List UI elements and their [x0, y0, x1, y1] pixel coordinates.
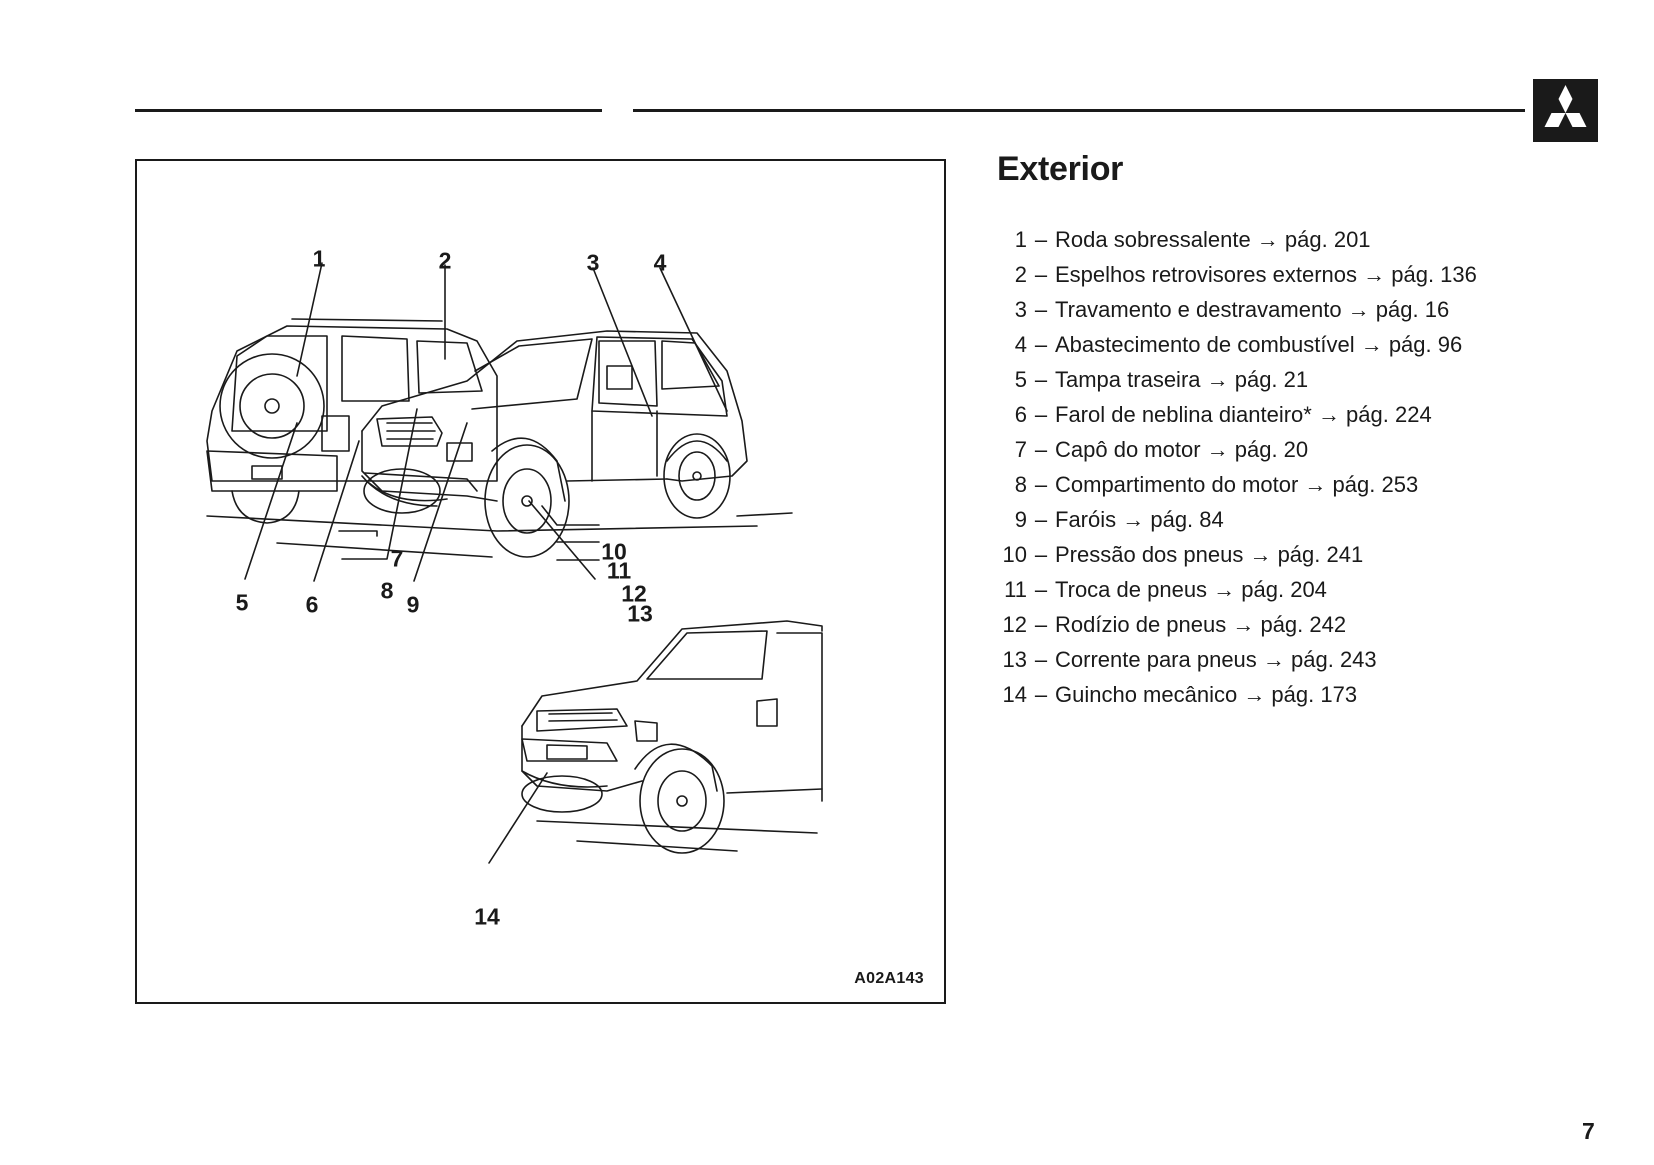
figure-code: A02A143 — [854, 970, 924, 987]
callout-3: 3 — [586, 249, 600, 276]
list-item: 2–Espelhos retrovisores externos → pág. … — [1014, 261, 1477, 287]
header-rule-right — [633, 109, 1525, 112]
callout-10: 10 — [601, 538, 627, 565]
vehicle-line-drawing — [206, 262, 823, 864]
list-item: 3–Travamento e destravamento → pág. 16 — [1014, 296, 1450, 322]
list-item: 14–Guincho mecânico → pág. 173 — [1002, 681, 1358, 707]
list-item: 7–Capô do motor → pág. 20 — [1014, 436, 1309, 462]
three-diamonds-logo-icon — [1533, 79, 1598, 142]
callout-9: 9 — [406, 591, 420, 618]
list-item: 8–Compartimento do motor → pág. 253 — [1014, 471, 1419, 497]
list-item: 5–Tampa traseira → pág. 21 — [1014, 366, 1309, 392]
callout-13: 13 — [627, 600, 653, 627]
header-rule-left — [135, 109, 602, 112]
callout-5: 5 — [235, 589, 249, 616]
list-item: 11–Troca de pneus → pág. 204 — [1004, 576, 1327, 602]
callout-6: 6 — [305, 591, 319, 618]
callout-8: 8 — [380, 577, 394, 604]
callout-11: 11 — [606, 557, 632, 584]
section-title: Exterior — [997, 150, 1124, 188]
callout-2: 2 — [438, 247, 452, 274]
list-item: 4–Abastecimento de combustível → pág. 96 — [1014, 331, 1463, 357]
list-item: 9–Faróis → pág. 84 — [1014, 506, 1224, 532]
list-item: 1–Roda sobressalente → pág. 201 — [1014, 226, 1371, 252]
list-item: 6–Farol de neblina dianteiro* → pág. 224 — [1014, 401, 1432, 427]
list-item: 10–Pressão dos pneus → pág. 241 — [1002, 541, 1364, 567]
exterior-illustration: 1 2 3 4 5 6 7 8 9 10 11 12 13 14 A02A143 — [135, 159, 946, 1004]
list-item: 12–Rodízio de pneus → pág. 242 — [1002, 611, 1347, 637]
callout-12: 12 — [621, 580, 647, 607]
page-number: 7 — [1582, 1118, 1595, 1144]
callout-1: 1 — [312, 245, 326, 272]
callout-14: 14 — [474, 903, 500, 930]
callout-4: 4 — [653, 249, 667, 276]
callout-7: 7 — [390, 545, 404, 572]
list-item: 13–Corrente para pneus → pág. 243 — [1002, 646, 1377, 672]
parts-list: 1–Roda sobressalente → pág. 201 2–Espelh… — [995, 222, 1477, 712]
